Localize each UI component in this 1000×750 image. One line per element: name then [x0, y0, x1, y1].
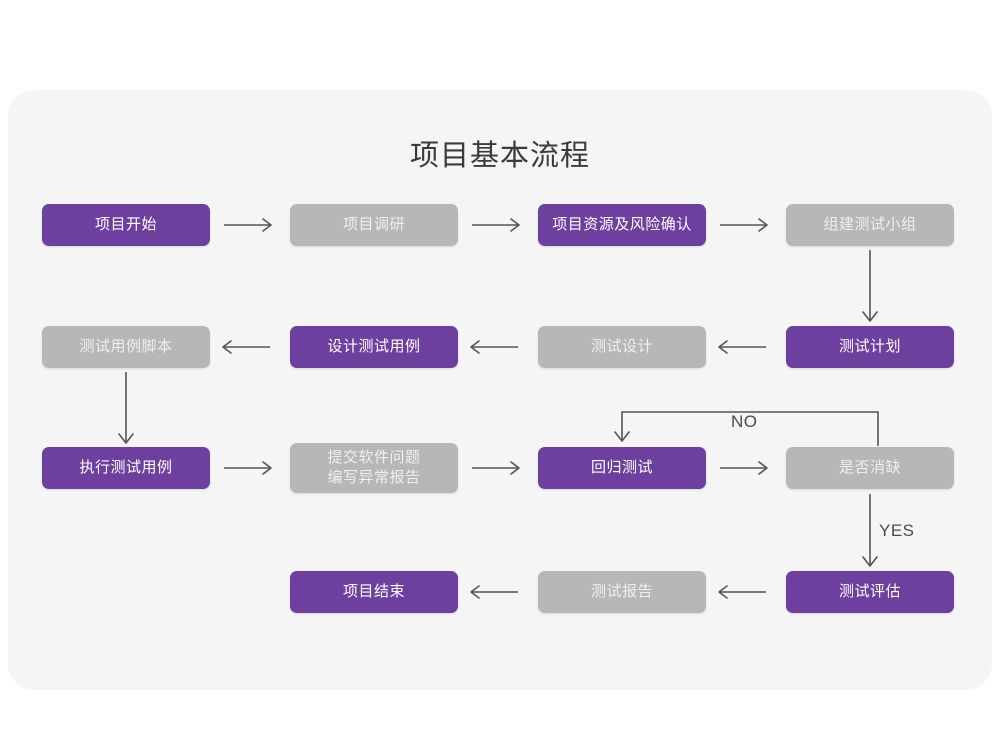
- node-label: 回归测试: [590, 459, 653, 476]
- edge-label-no: NO: [731, 412, 758, 431]
- node-label: 项目资源及风险确认: [552, 216, 692, 233]
- node-defect-cleared[interactable]: 是否消缺: [786, 447, 954, 489]
- node-resource-risk-confirm[interactable]: 项目资源及风险确认: [538, 204, 706, 246]
- node-label: 测试评估: [838, 583, 901, 600]
- node-project-research[interactable]: 项目调研: [290, 204, 458, 246]
- node-test-plan[interactable]: 测试计划: [786, 326, 954, 368]
- node-execute-test-case[interactable]: 执行测试用例: [42, 447, 210, 489]
- node-label-line1: 提交软件问题: [327, 449, 421, 466]
- node-project-end[interactable]: 项目结束: [290, 571, 458, 613]
- node-label: 测试设计: [590, 338, 653, 355]
- node-submit-defect-report[interactable]: 提交软件问题 编写异常报告: [290, 443, 458, 493]
- node-test-evaluation[interactable]: 测试评估: [786, 571, 954, 613]
- node-label: 是否消缺: [838, 459, 901, 476]
- node-label: 组建测试小组: [823, 216, 917, 233]
- node-label: 项目开始: [94, 216, 157, 233]
- node-label-multiline: 提交软件问题 编写异常报告: [296, 448, 452, 488]
- page-title: 项目基本流程: [409, 140, 590, 172]
- node-build-test-team[interactable]: 组建测试小组: [786, 204, 954, 246]
- node-test-case-script[interactable]: 测试用例脚本: [42, 326, 210, 368]
- node-project-start[interactable]: 项目开始: [42, 204, 210, 246]
- node-label: 测试计划: [838, 338, 901, 355]
- node-label: 项目调研: [342, 216, 405, 233]
- node-test-design[interactable]: 测试设计: [538, 326, 706, 368]
- node-test-report[interactable]: 测试报告: [538, 571, 706, 613]
- node-label: 设计测试用例: [327, 338, 421, 355]
- node-regression-test[interactable]: 回归测试: [538, 447, 706, 489]
- node-label: 测试报告: [590, 583, 653, 600]
- node-label: 项目结束: [342, 583, 405, 600]
- node-label: 测试用例脚本: [79, 338, 173, 355]
- node-label: 执行测试用例: [79, 459, 173, 476]
- edge-label-yes: YES: [879, 521, 915, 540]
- node-label-line2: 编写异常报告: [327, 469, 421, 486]
- node-design-test-case[interactable]: 设计测试用例: [290, 326, 458, 368]
